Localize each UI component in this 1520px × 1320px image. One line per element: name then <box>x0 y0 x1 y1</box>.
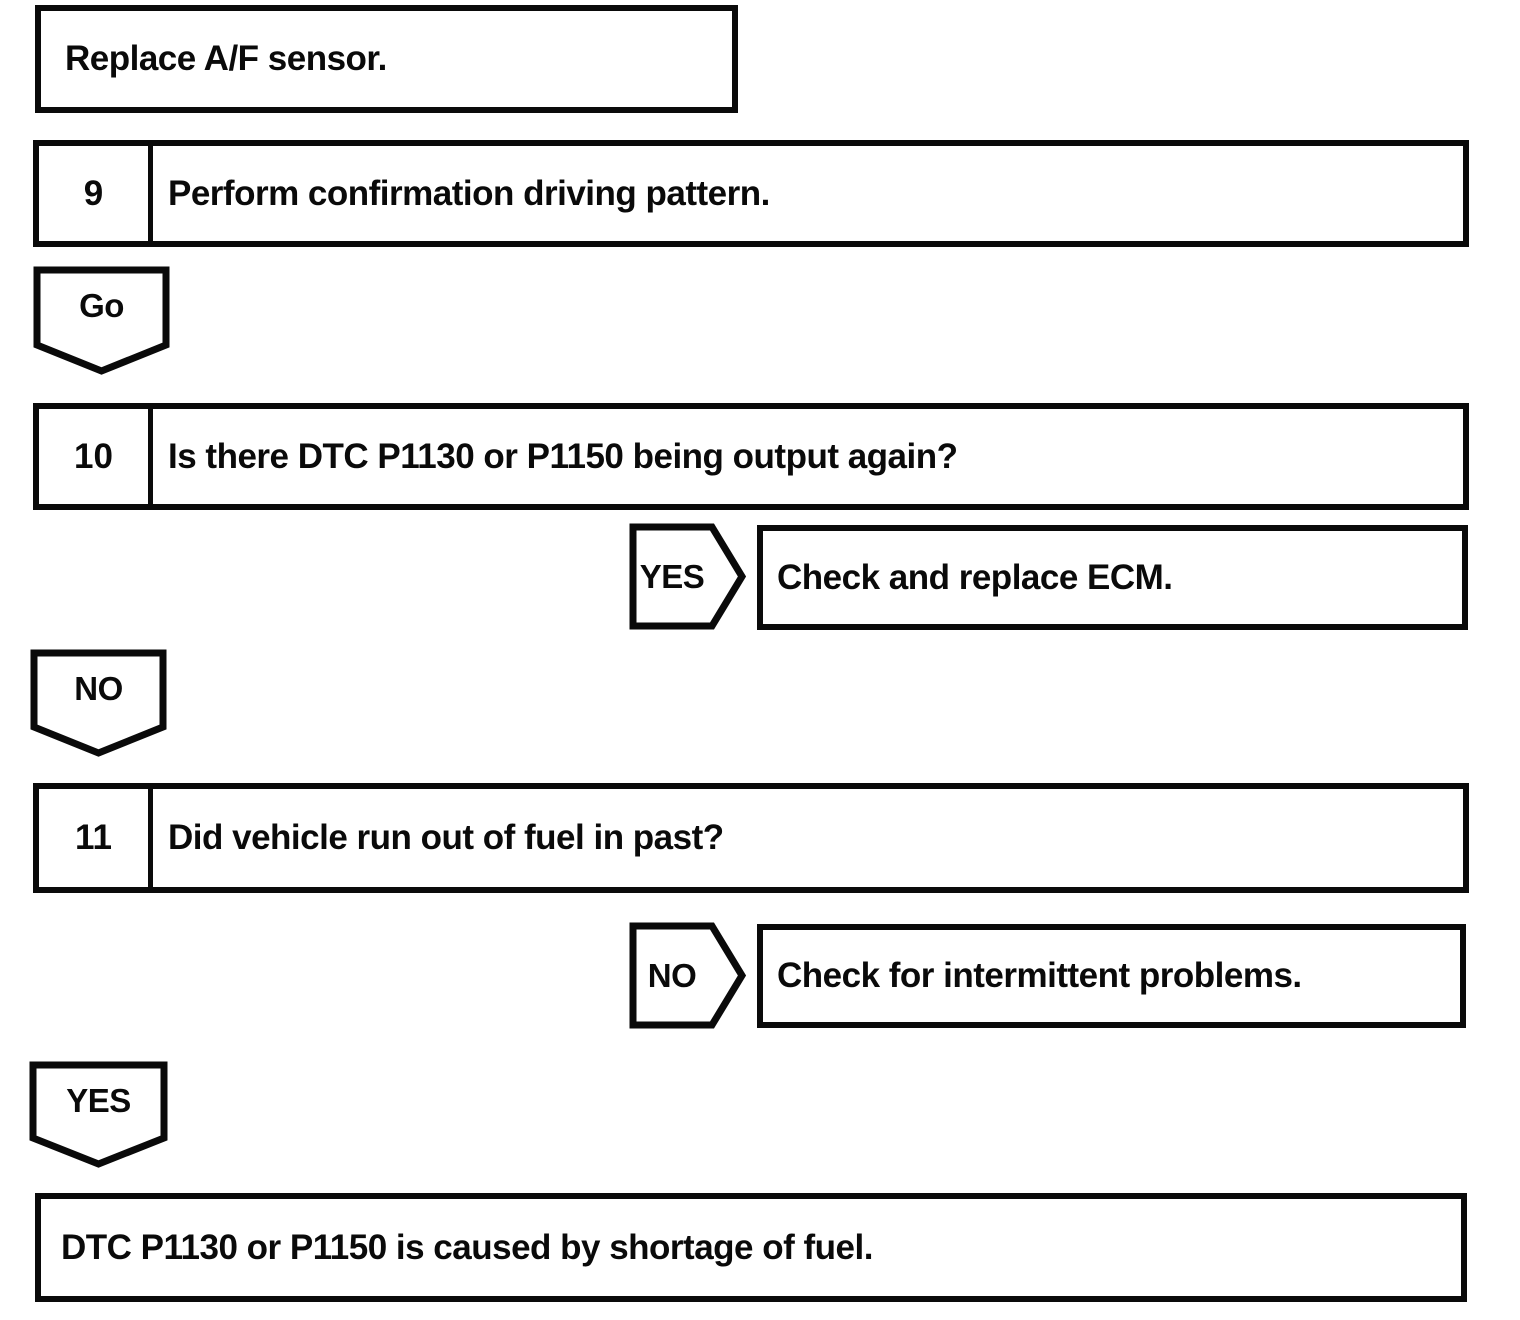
connector-go: Go <box>33 266 170 375</box>
down-arrow-icon <box>30 649 167 757</box>
branch-yes-connector: YES <box>629 523 747 630</box>
down-arrow-icon <box>29 1061 168 1168</box>
step-text-9: Perform confirmation driving pattern. <box>168 173 770 213</box>
connector-yes: YES <box>29 1061 168 1168</box>
step-number-10: 10 <box>39 409 153 504</box>
connector-yes-label: YES <box>66 1082 131 1119</box>
step-box-11: 11 Did vehicle run out of fuel in past? <box>33 783 1469 893</box>
step-text-11: Did vehicle run out of fuel in past? <box>168 818 724 857</box>
connector-no: NO <box>30 649 167 757</box>
step-box-10: 10 Is there DTC P1130 or P1150 being out… <box>33 403 1469 510</box>
result-box-text: Check for intermittent problems. <box>777 956 1302 995</box>
connector-no-label: NO <box>74 670 123 707</box>
step-number-9: 9 <box>39 146 153 241</box>
step-box-9: 9 Perform confirmation driving pattern. <box>33 140 1469 247</box>
right-arrow-icon <box>629 922 747 1029</box>
branch-no-connector: NO <box>629 922 747 1029</box>
result-box-check-replace-ecm: Check and replace ECM. <box>757 525 1468 630</box>
conclusion-text: DTC P1130 or P1150 is caused by shortage… <box>61 1227 873 1267</box>
connector-go-label: Go <box>79 287 124 324</box>
branch-no-label: NO <box>647 956 697 994</box>
action-box-replace-af-sensor: Replace A/F sensor. <box>35 5 738 113</box>
conclusion-box: DTC P1130 or P1150 is caused by shortage… <box>35 1193 1467 1302</box>
result-box-check-intermittent-problems: Check for intermittent problems. <box>757 924 1466 1028</box>
step-text-10: Is there DTC P1130 or P1150 being output… <box>168 436 958 476</box>
action-box-text: Replace A/F sensor. <box>65 39 387 78</box>
branch-yes-label: YES <box>639 557 705 595</box>
result-box-text: Check and replace ECM. <box>777 557 1173 597</box>
step-number-11: 11 <box>39 789 153 887</box>
down-arrow-icon <box>33 266 170 375</box>
right-arrow-icon <box>629 523 747 630</box>
